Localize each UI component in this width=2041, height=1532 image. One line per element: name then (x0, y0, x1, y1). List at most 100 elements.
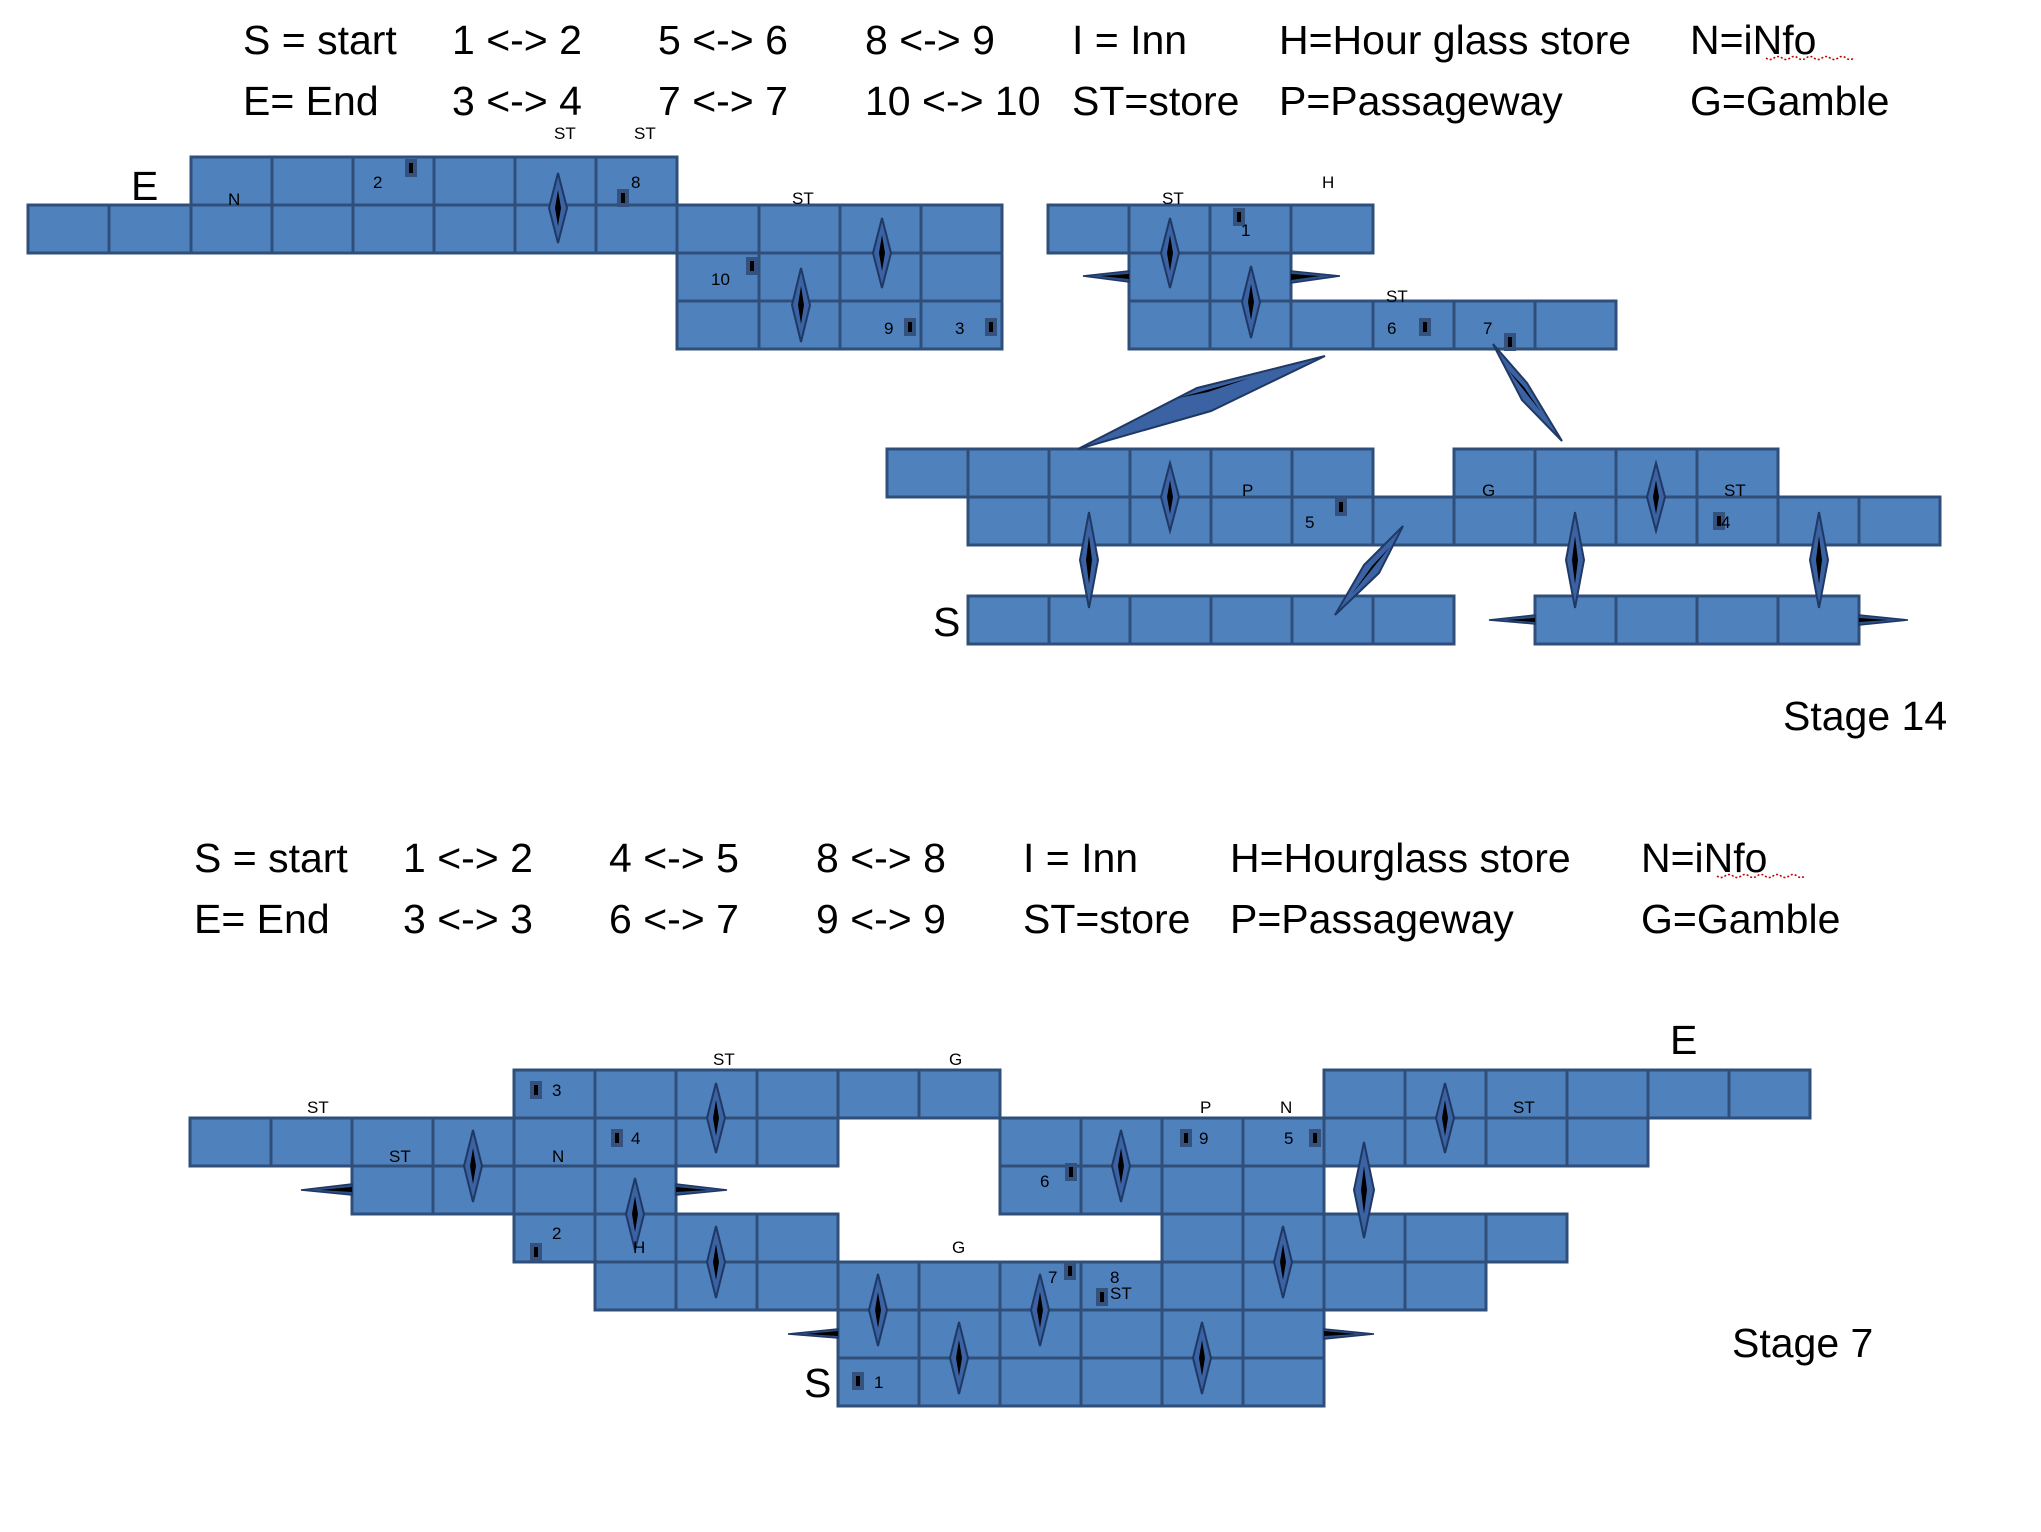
room-cell (1565, 1068, 1650, 1120)
legend-link: 1 <-> 2 (403, 835, 533, 881)
room-cell (594, 203, 679, 255)
warp-number-label: 2 (552, 1224, 561, 1243)
room-cell (1727, 1068, 1812, 1120)
room-cell (351, 203, 436, 255)
end-marker: E (131, 163, 158, 209)
room-cell (1371, 299, 1456, 351)
room-cell (270, 203, 355, 255)
room-cell (350, 1164, 435, 1216)
room-cell (1241, 1356, 1326, 1408)
room-cell (675, 251, 761, 303)
stage14-legend: S = start 1 <-> 2 5 <-> 6 8 <-> 9 I = In… (243, 17, 1889, 124)
room-cell (1289, 203, 1375, 255)
room-cell (1403, 1260, 1488, 1312)
room-cell (998, 1164, 1083, 1216)
warp-marker-icon (852, 1372, 864, 1390)
stage14-map: ST ST N 2 8 ST ST H 1 10 ST 9 3 6 7 P G … (26, 124, 1947, 739)
room-cell (351, 155, 436, 207)
room-cell (26, 203, 111, 255)
legend-link: 4 <-> 5 (609, 835, 739, 881)
stairs-icon (705, 1082, 727, 1154)
stairs-icon (1110, 1129, 1132, 1203)
exit-left-icon (1488, 614, 1536, 625)
store-label: ST (713, 1050, 735, 1069)
stairs-icon (1029, 1273, 1051, 1347)
room-cell (998, 1356, 1083, 1408)
stairs-icon (462, 1129, 484, 1203)
legend-info: N=iNfo (1641, 835, 1767, 881)
legend-link: 1 <-> 2 (452, 17, 582, 63)
room-cell (1289, 299, 1375, 351)
legend-link: 10 <-> 10 (865, 78, 1041, 124)
legend-gamble: G=Gamble (1641, 896, 1840, 942)
legend-passageway: P=Passageway (1230, 896, 1514, 942)
gamble-label: G (952, 1238, 965, 1257)
room-cell (1209, 447, 1294, 499)
legend-info: N=iNfo (1690, 17, 1816, 63)
room-cell (836, 1260, 921, 1312)
room-cell (1533, 299, 1618, 351)
stairs-icon (1240, 265, 1262, 339)
room-cell (188, 1116, 273, 1168)
room-cell (1160, 1260, 1245, 1312)
warp-marker-icon (746, 257, 758, 275)
warp-number-label: 6 (1387, 319, 1396, 338)
room-cell (755, 1068, 840, 1120)
room-cell (755, 1116, 840, 1168)
warp-number-label: 3 (955, 319, 964, 338)
legend-end: E= End (243, 78, 379, 124)
room-cell (1209, 594, 1294, 646)
room-cell (885, 447, 970, 499)
warp-number-label: 1 (874, 1373, 883, 1392)
diagonal-passage-core (1178, 378, 1250, 398)
warp-number-label: 9 (1199, 1129, 1208, 1148)
room-cell (1565, 1116, 1650, 1168)
exit-left-icon (787, 1328, 839, 1339)
room-cell (1290, 594, 1375, 646)
stairs-icon (867, 1273, 889, 1347)
legend-hourglass: H=Hourglass store (1230, 835, 1571, 881)
legend-hourglass: H=Hour glass store (1279, 17, 1631, 63)
warp-marker-icon (617, 189, 629, 207)
stairs-icon (547, 172, 569, 244)
start-marker: S (804, 1360, 831, 1406)
stage7-map: ST G 3 ST ST P N ST 4 N 9 5 6 2 H G 7 8 … (188, 1017, 1873, 1408)
room-cell (1403, 1212, 1488, 1264)
store-label: ST (554, 124, 576, 143)
warp-number-label: 6 (1040, 1172, 1049, 1191)
warp-number-label: 4 (631, 1129, 640, 1148)
room-cell (1452, 495, 1537, 547)
room-cell (755, 1260, 840, 1312)
info-label: N (1280, 1098, 1292, 1117)
stairs-icon (790, 267, 812, 343)
room-cell (432, 203, 517, 255)
legend-link: 8 <-> 8 (816, 835, 946, 881)
room-cell (919, 251, 1004, 303)
room-cell (1857, 495, 1942, 547)
room-cell (1128, 594, 1213, 646)
stage7-legend: S = start 1 <-> 2 4 <-> 5 8 <-> 8 I = In… (194, 835, 1840, 942)
legend-link: 5 <-> 6 (658, 17, 788, 63)
room-cell (836, 1356, 921, 1408)
room-cell (1127, 299, 1212, 351)
room-cell (512, 1212, 597, 1264)
warp-number-label: 4 (1721, 513, 1730, 532)
room-cell (432, 155, 517, 207)
legend-link: 3 <-> 4 (452, 78, 582, 124)
store-label: ST (389, 1147, 411, 1166)
warp-number-label: 7 (1483, 319, 1492, 338)
spellcheck-underline (1716, 873, 1806, 879)
room-cell (966, 495, 1051, 547)
warp-number-label: 10 (711, 270, 730, 289)
room-cell (1695, 495, 1780, 547)
exit-left-icon (300, 1183, 353, 1196)
legend-store: ST=store (1072, 78, 1239, 124)
room-cell (1209, 495, 1294, 547)
gamble-label: G (949, 1050, 962, 1069)
warp-number-label: 5 (1284, 1129, 1293, 1148)
store-label: ST (792, 189, 814, 208)
exit-right-icon (1290, 270, 1341, 284)
room-cell (1646, 1068, 1731, 1120)
room-cell (270, 155, 355, 207)
